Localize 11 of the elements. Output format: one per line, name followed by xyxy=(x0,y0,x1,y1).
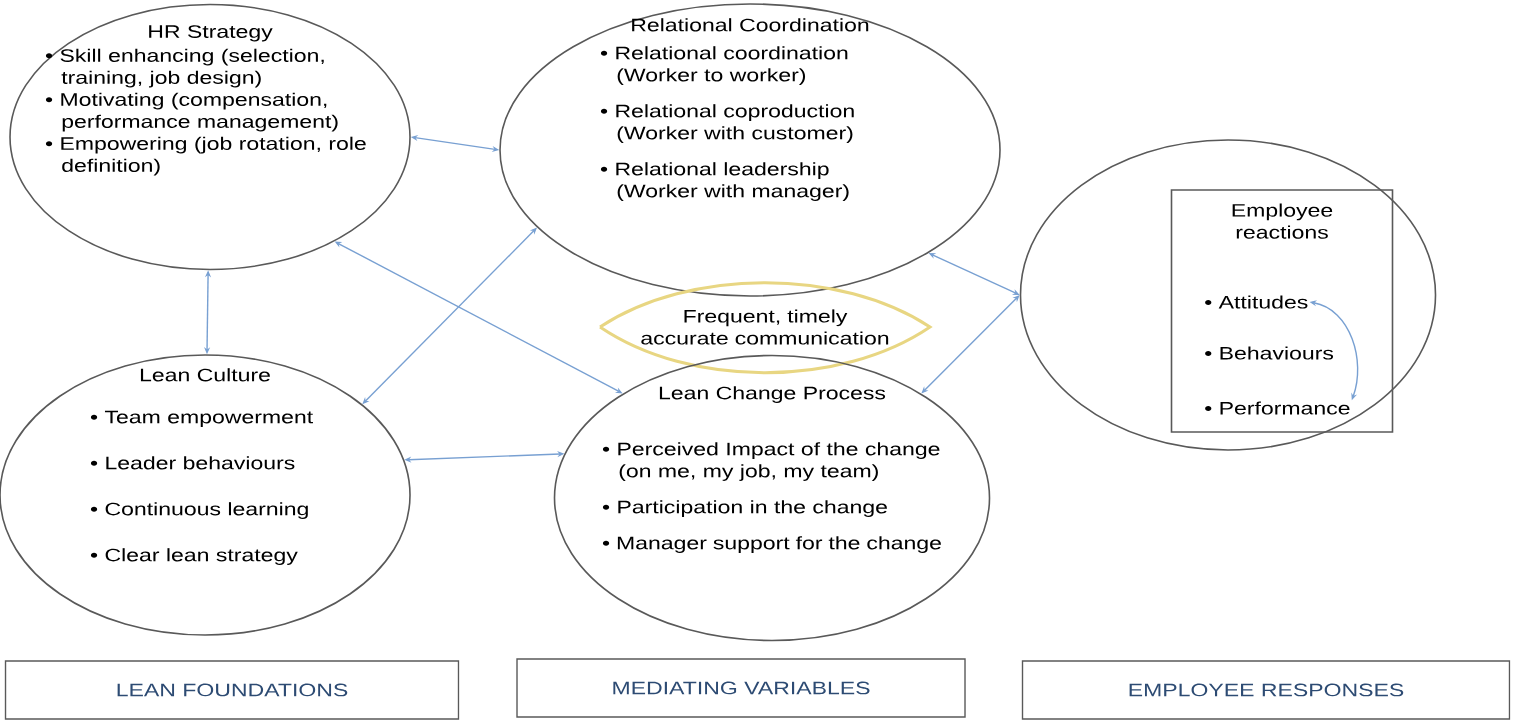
bullet-text: • Behaviours xyxy=(1205,346,1334,360)
ellipse-node: HR Strategy • Skill enhancing (selection, training, job design) • Motivating (compensation, performance management) • Empowering (job rotation, role definition) xyxy=(9,3,411,271)
bullet-text: • Performance xyxy=(1205,401,1350,415)
ellipse-node: Relational Coordination • Relational coordination (Worker to worker) • Relational coproduction (Worker with customer) • Relational leadership (Worker with manager) xyxy=(499,3,1001,297)
circle-node xyxy=(1019,139,1437,451)
label-box: LEAN FOUNDATIONS xyxy=(4,660,460,720)
label-box: EMPLOYEE RESPONSES xyxy=(1021,660,1511,720)
ellipse-node: Lean Change Process • Perceived Impact of the change (on me, my job, my team) • Participation in the change • Manager support for the change xyxy=(553,354,991,642)
label-box: MEDIATING VARIABLES xyxy=(516,658,966,718)
lens-text: Frequent, timely accurate communication xyxy=(641,309,889,345)
bullet-text: • Attitudes xyxy=(1205,295,1308,309)
